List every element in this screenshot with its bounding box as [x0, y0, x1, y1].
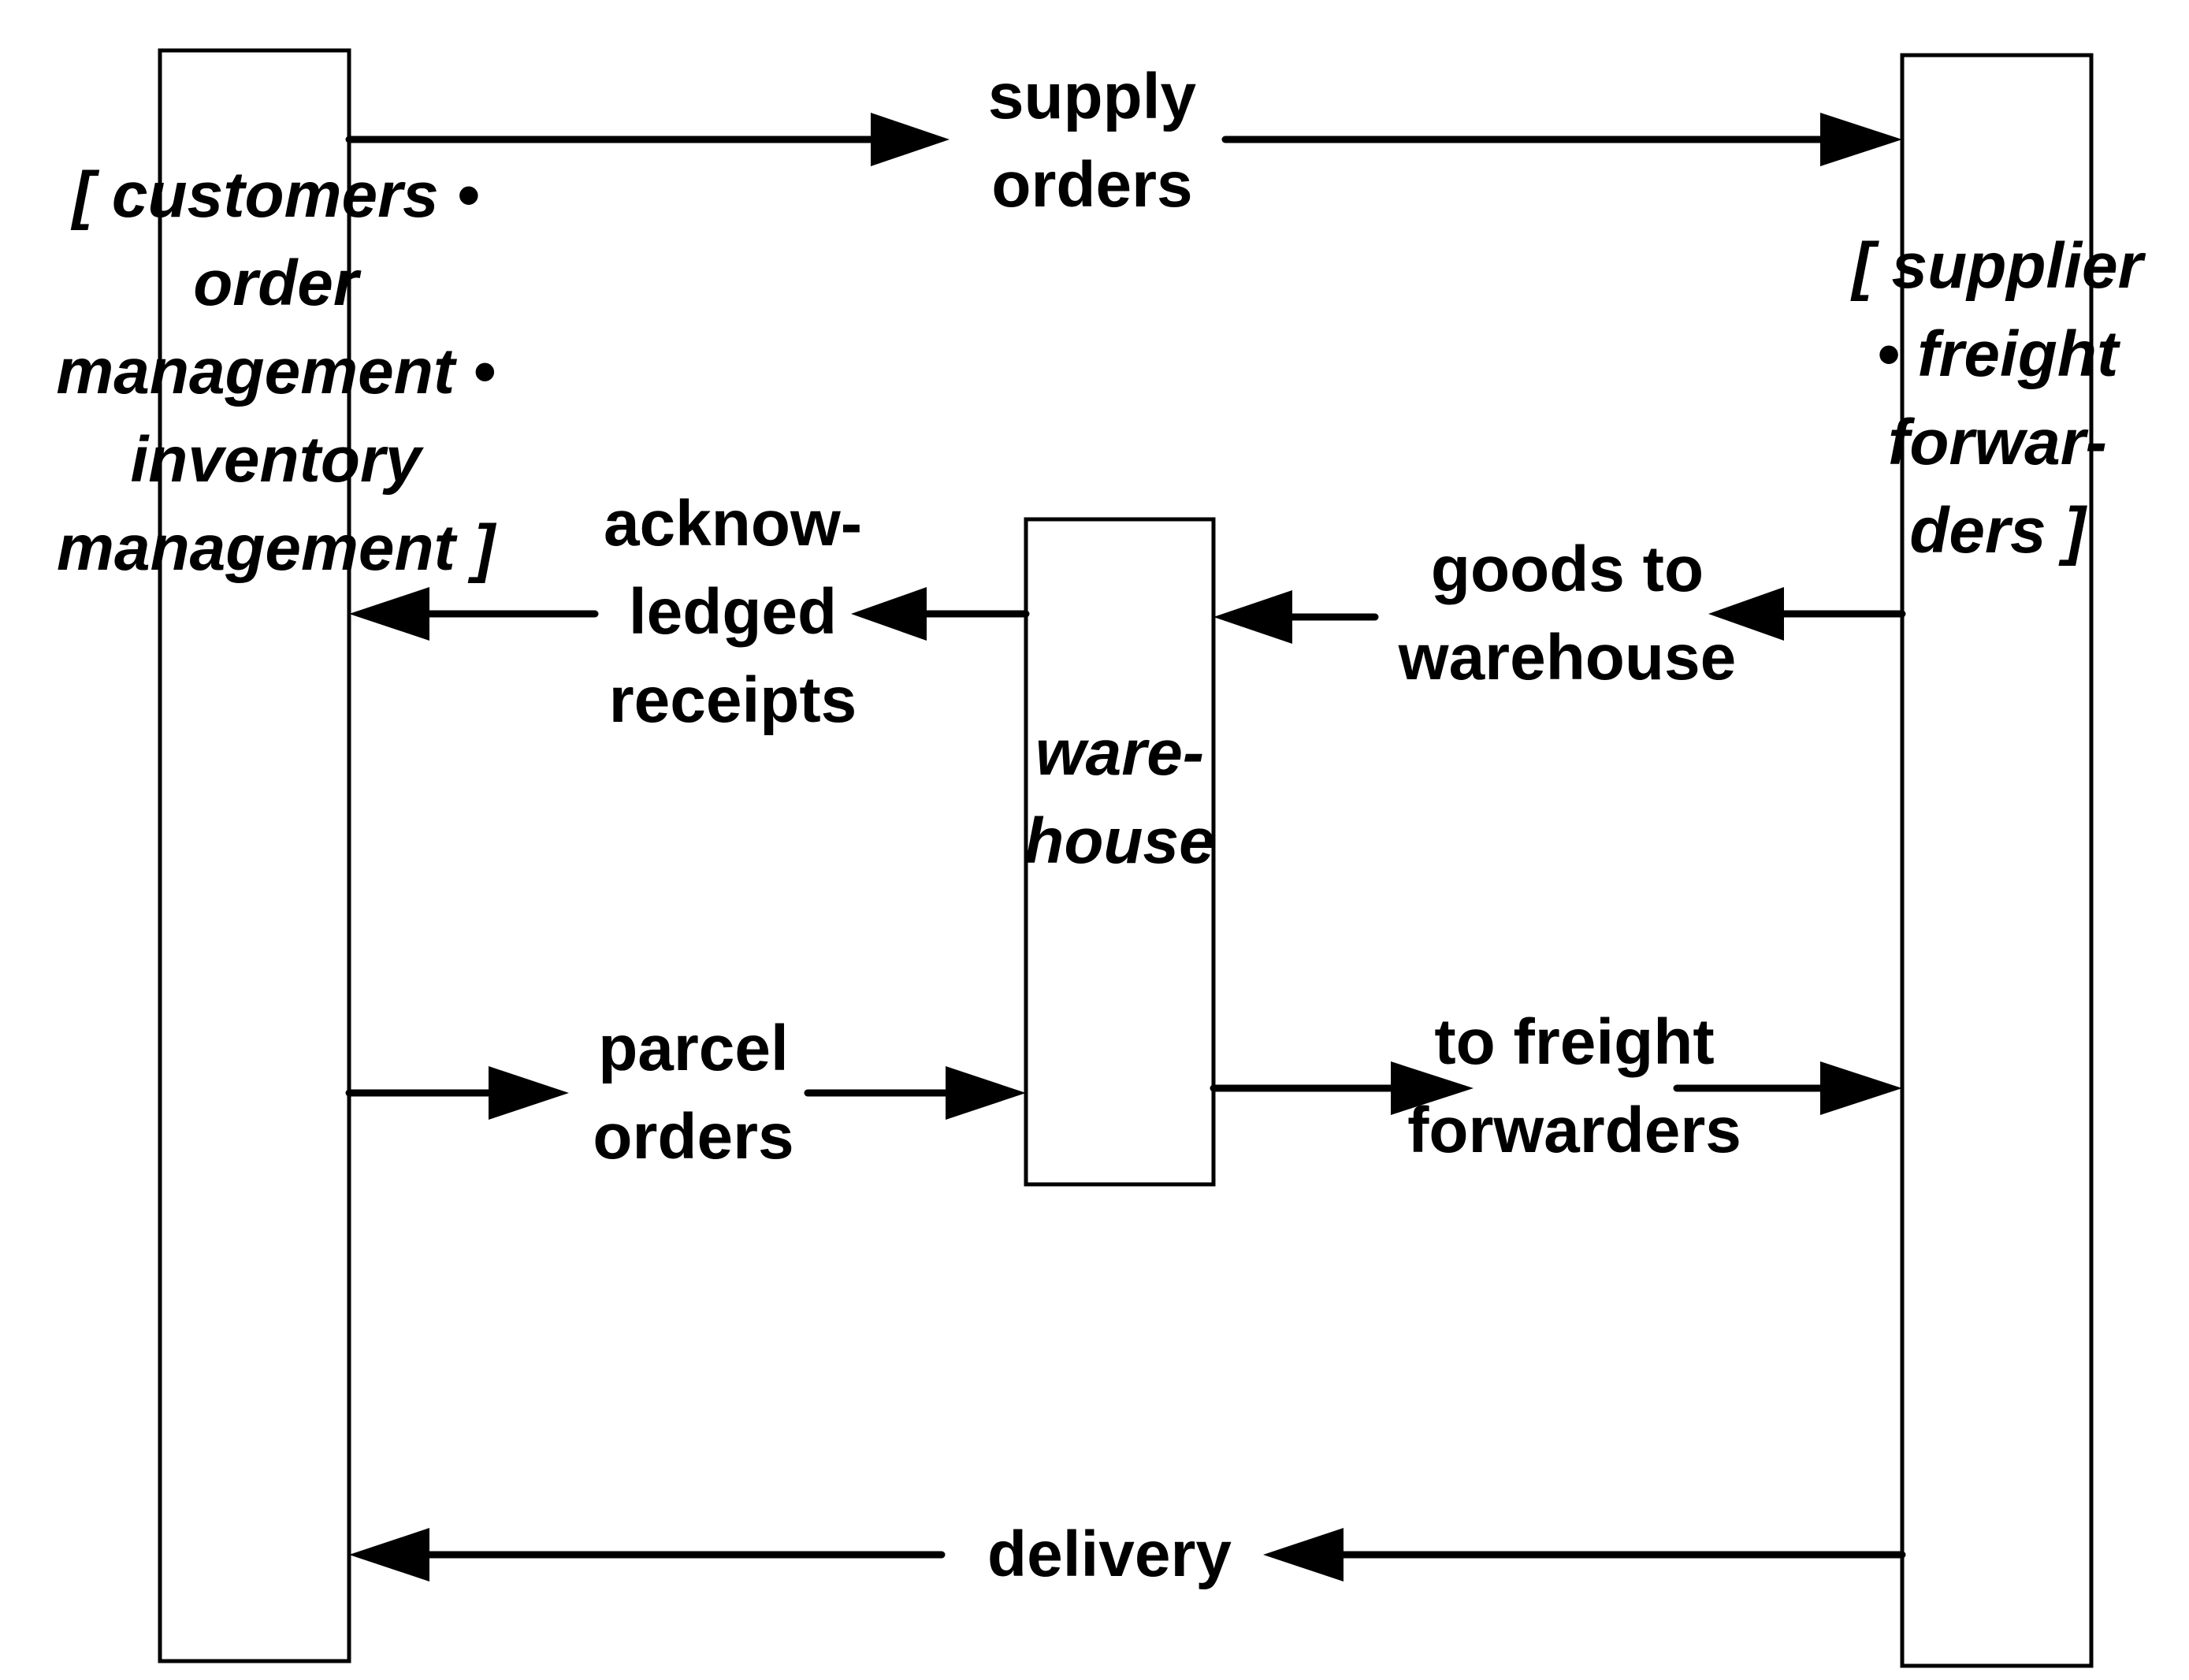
- goods-to-warehouse-label: goods to warehouse: [1398, 533, 1736, 693]
- entity-label-line: [ supplier: [1849, 230, 2146, 302]
- supplier-freight-forwarders-box: [1900, 53, 2094, 1668]
- warehouse-box: [1024, 517, 1216, 1187]
- flow-label-line: warehouse: [1398, 622, 1736, 693]
- flow-label-line: parcel: [598, 1013, 789, 1084]
- supply-orders-arrow: [345, 113, 1902, 166]
- parcel-orders-arrow: [345, 1066, 1026, 1120]
- flow-label-line: ledged: [629, 576, 837, 648]
- flow-label-line: acknow-: [604, 488, 862, 559]
- flow-label-line: orders: [593, 1101, 793, 1173]
- flow-label-line: supply: [988, 61, 1197, 132]
- entity-label-line: ders ]: [1909, 495, 2087, 567]
- entity-label-line: [ customers •: [70, 159, 479, 231]
- entity-label-line: • freight: [1877, 318, 2121, 390]
- goods-to-warehouse-arrow: [1213, 587, 1906, 644]
- acknowledged-receipts-arrow: [349, 587, 1030, 641]
- entity-label-line: ware-: [1035, 717, 1204, 789]
- acknowledged-receipts-label: acknow- ledged receipts: [604, 488, 862, 736]
- flow-label-line: forwarders: [1407, 1095, 1741, 1166]
- supplier-freight-forwarders-label: [ supplier • freight forwar- ders ]: [1849, 230, 2146, 567]
- flow-label-line: goods to: [1431, 533, 1704, 605]
- to-freight-forwarders-label: to freight forwarders: [1407, 1006, 1741, 1166]
- entity-label-line: order: [193, 247, 362, 319]
- to-freight-forwarders-arrow: [1210, 1061, 1902, 1115]
- entity-label-line: forwar-: [1888, 407, 2107, 478]
- entity-label-line: management ]: [57, 512, 497, 584]
- flow-label-line: delivery: [987, 1518, 1232, 1590]
- entity-label-line: management •: [56, 336, 495, 407]
- delivery-arrow: [349, 1528, 1906, 1582]
- customers-order-inventory-label: [ customers • order management • invento…: [56, 159, 496, 584]
- customers-order-inventory-box: [158, 48, 351, 1663]
- warehouse-label: ware- house: [1024, 717, 1214, 877]
- entity-label-line: inventory: [130, 424, 424, 496]
- supply-orders-label: supply orders: [988, 61, 1197, 221]
- entity-label-line: house: [1024, 805, 1214, 877]
- flow-label-line: orders: [991, 149, 1192, 221]
- delivery-label: delivery: [987, 1518, 1232, 1590]
- flow-label-line: to freight: [1434, 1006, 1714, 1078]
- flow-label-line: receipts: [609, 664, 857, 736]
- parcel-orders-label: parcel orders: [593, 1013, 793, 1173]
